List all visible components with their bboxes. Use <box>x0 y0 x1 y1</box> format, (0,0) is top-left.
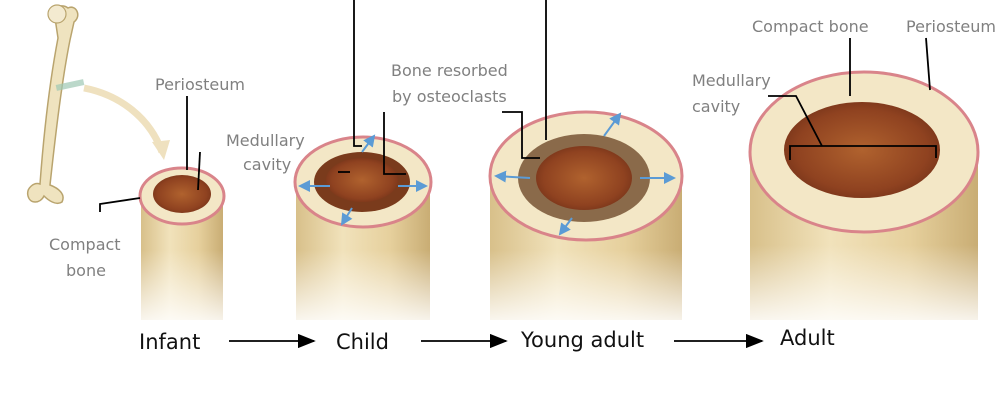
stage-label-infant: Infant <box>139 330 200 354</box>
stage-label-young-adult: Young adult <box>520 328 644 352</box>
label-infant-compact-2: bone <box>66 261 106 280</box>
infant-bone <box>140 168 224 320</box>
label-resorbed-2: by osteoclasts <box>392 87 507 106</box>
label-adult-medullary-2: cavity <box>692 97 740 116</box>
leader-top-child <box>354 0 362 146</box>
label-adult-compact: Compact bone <box>752 17 869 36</box>
leader-infant-compact <box>100 198 140 212</box>
femur-icon <box>28 5 85 203</box>
label-infant-compact-1: Compact <box>49 235 121 254</box>
stage-label-adult: Adult <box>780 326 835 350</box>
label-adult-periosteum: Periosteum <box>906 17 996 36</box>
label-child-medullary-2: cavity <box>243 155 291 174</box>
label-child-medullary-1: Medullary <box>226 131 305 150</box>
leader-adult-periosteum <box>926 38 930 90</box>
adult-bone <box>750 72 978 320</box>
label-resorbed-1: Bone resorbed <box>391 61 508 80</box>
child-bone <box>295 136 431 320</box>
curved-arrow-icon <box>84 88 162 152</box>
young-adult-bone <box>490 112 682 320</box>
label-infant-periosteum: Periosteum <box>155 75 245 94</box>
label-adult-medullary-1: Medullary <box>692 71 771 90</box>
stage-label-child: Child <box>336 330 389 354</box>
